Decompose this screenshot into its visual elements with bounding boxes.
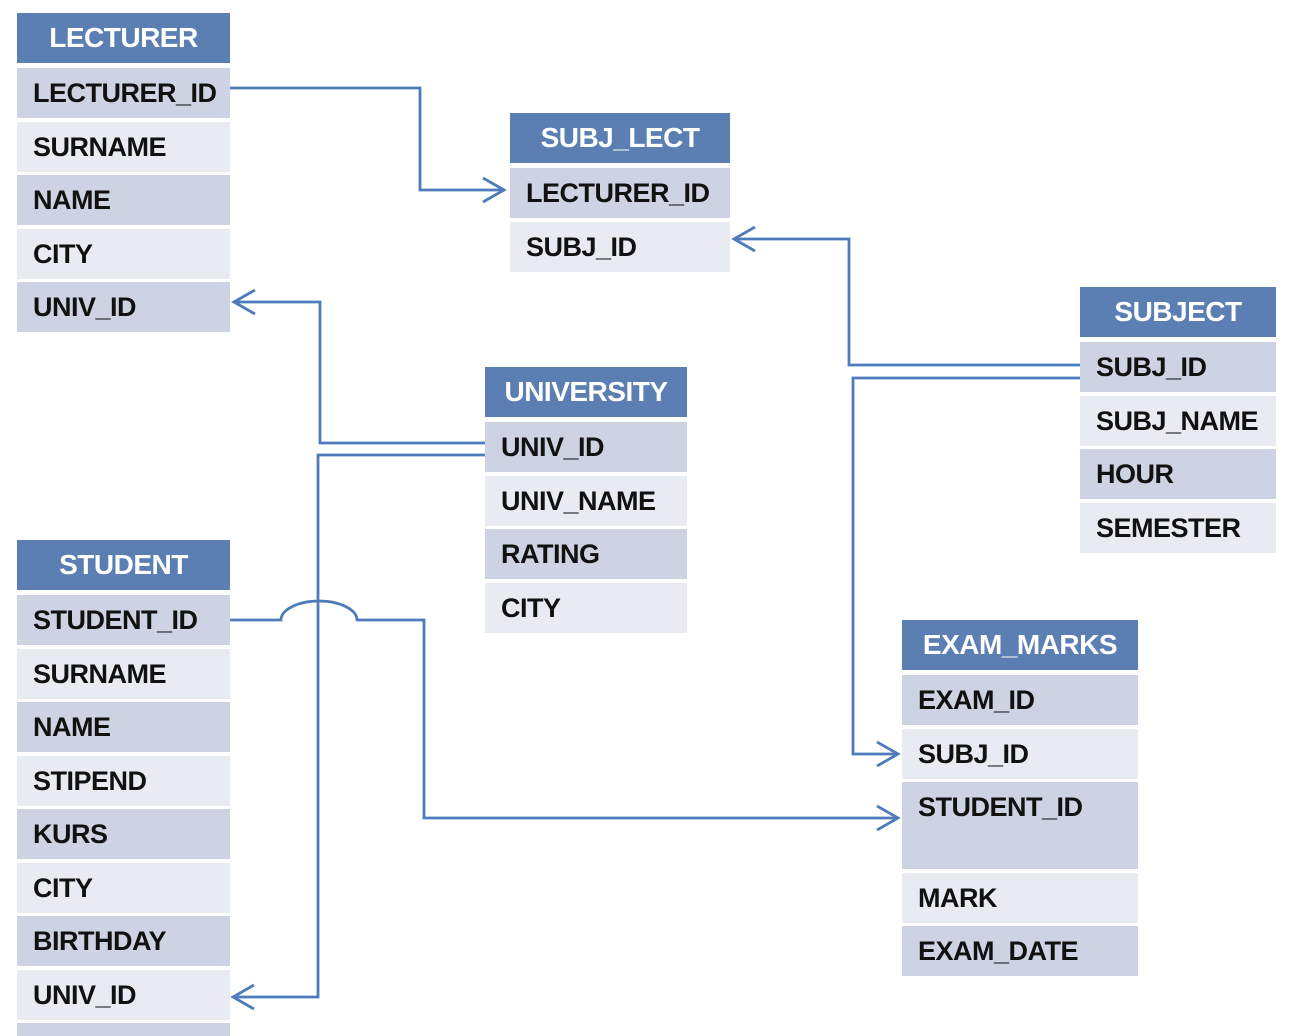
table-title-lecturer: LECTURER (17, 13, 230, 63)
field-exam_marks-mark: MARK (902, 872, 1138, 923)
field-subj_lect-lecturer_id: LECTURER_ID (510, 168, 730, 218)
field-exam_marks-subj_id: SUBJ_ID (902, 728, 1138, 779)
field-subject-hour: HOUR (1080, 449, 1276, 499)
field-subj_lect-subj_id: SUBJ_ID (510, 221, 730, 272)
field-university-univ_name: UNIV_NAME (485, 475, 687, 526)
field-student-name: NAME (17, 702, 230, 752)
field-student-clipped-row (17, 1023, 230, 1036)
field-university-rating: RATING (485, 529, 687, 579)
table-title-university: UNIVERSITY (485, 367, 687, 417)
field-subject-semester: SEMESTER (1080, 502, 1276, 553)
table-title-student: STUDENT (17, 540, 230, 590)
field-university-city: CITY (485, 582, 687, 633)
field-university-univ_id: UNIV_ID (485, 422, 687, 472)
field-lecturer-lecturer_id: LECTURER_ID (17, 68, 230, 118)
field-subject-subj_name: SUBJ_NAME (1080, 395, 1276, 446)
table-title-exam_marks: EXAM_MARKS (902, 620, 1138, 670)
field-student-student_id: STUDENT_ID (17, 595, 230, 645)
field-student-kurs: KURS (17, 809, 230, 859)
field-student-city: CITY (17, 862, 230, 913)
connector-university-univ_id-to-lecturer-univ_id (231, 288, 485, 445)
field-exam_marks-exam_id: EXAM_ID (902, 675, 1138, 725)
field-lecturer-name: NAME (17, 175, 230, 225)
field-lecturer-univ_id: UNIV_ID (17, 282, 230, 332)
field-student-birthday: BIRTHDAY (17, 916, 230, 966)
field-exam_marks-exam_date: EXAM_DATE (902, 926, 1138, 976)
connector-university-univ_id-to-student-univ_id (230, 453, 485, 1011)
field-exam_marks-student_id: STUDENT_ID (902, 782, 1138, 869)
connector-subject-subj_id-to-subj_lect-subj_id (731, 225, 1080, 367)
field-lecturer-city: CITY (17, 228, 230, 279)
field-subject-subj_id: SUBJ_ID (1080, 342, 1276, 392)
field-lecturer-surname: SURNAME (17, 121, 230, 172)
field-student-univ_id: UNIV_ID (17, 969, 230, 1020)
table-title-subject: SUBJECT (1080, 287, 1276, 337)
table-title-subj_lect: SUBJ_LECT (510, 113, 730, 163)
connector-lecturer-lecturer_id-to-subj_lect-lecturer_id (230, 86, 507, 204)
connector-student-student_id-to-exam_marks-student_id (230, 599, 901, 832)
field-student-stipend: STIPEND (17, 755, 230, 806)
field-student-surname: SURNAME (17, 648, 230, 699)
